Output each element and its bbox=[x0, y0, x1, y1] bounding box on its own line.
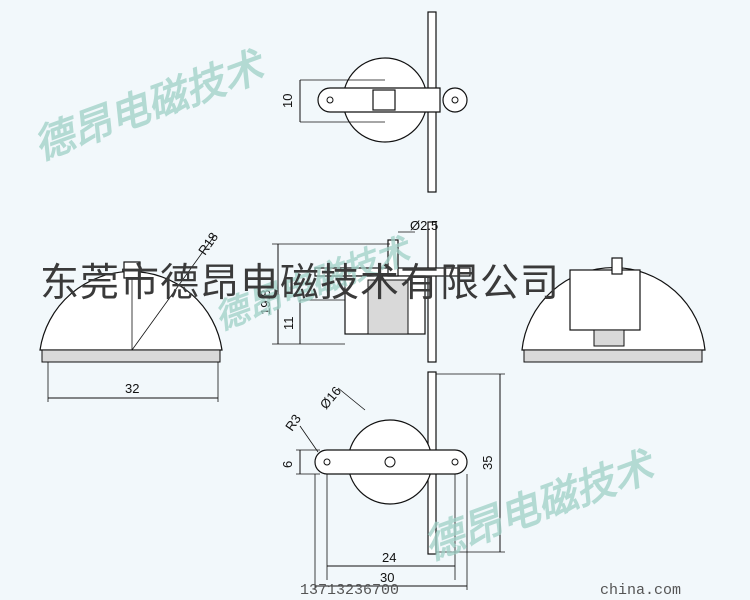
dim-radius-side: R18 bbox=[195, 230, 221, 258]
dim-hole-spacing: 24 bbox=[382, 550, 396, 565]
dim-overall-height: 19.8 bbox=[258, 290, 273, 315]
hole-right-bottom bbox=[451, 458, 459, 466]
top-view: 10 bbox=[280, 11, 468, 193]
dim-total-height: 35 bbox=[480, 456, 495, 470]
footer-site: china.com bbox=[600, 582, 681, 599]
radius-leader bbox=[131, 234, 216, 351]
dim-body-height: 11 bbox=[281, 317, 296, 331]
dome-right-body bbox=[569, 269, 641, 331]
dome-right-base bbox=[523, 349, 703, 363]
dim-body-diameter: Ø16 bbox=[317, 383, 344, 411]
side-view-right bbox=[521, 257, 706, 363]
pin-front bbox=[387, 239, 399, 277]
hole-left-top bbox=[326, 96, 334, 104]
mount-plate-front bbox=[427, 221, 437, 363]
dia-leader bbox=[337, 387, 366, 411]
coil-front bbox=[367, 279, 409, 335]
dome-left-base bbox=[41, 349, 221, 363]
dim-tab-radius: R3 bbox=[282, 411, 304, 433]
tab-strip-bottom bbox=[314, 449, 468, 475]
dome-right-coil bbox=[593, 329, 625, 347]
dome-right-pin bbox=[611, 257, 623, 275]
watermark-1: 德昂电磁技术 bbox=[27, 42, 272, 170]
side-view-left: R18 32 bbox=[39, 230, 223, 402]
bottom-view: Ø16 R3 6 35 24 30 bbox=[280, 371, 505, 590]
dim-total-width: 30 bbox=[380, 570, 394, 585]
front-view: 19.8 11 Ø2.5 bbox=[258, 218, 471, 363]
hole-right-top bbox=[451, 96, 459, 104]
hole-center-bottom bbox=[384, 456, 396, 468]
company-banner: 东莞市德昂电磁技术有限公司 bbox=[40, 261, 560, 306]
dim-pin-diameter: Ø2.5 bbox=[410, 218, 438, 233]
dome-left-nut bbox=[123, 261, 141, 279]
dim-side-width: 32 bbox=[125, 381, 139, 396]
dim-tab-height: 6 bbox=[280, 461, 295, 468]
pin-top bbox=[372, 89, 396, 111]
dim-top-height: 10 bbox=[280, 94, 295, 108]
hole-left-bottom bbox=[323, 458, 331, 466]
tab-radius-leader bbox=[299, 425, 319, 453]
tab-right-top bbox=[442, 87, 468, 113]
footer-phone: 13713236700 bbox=[300, 582, 399, 599]
